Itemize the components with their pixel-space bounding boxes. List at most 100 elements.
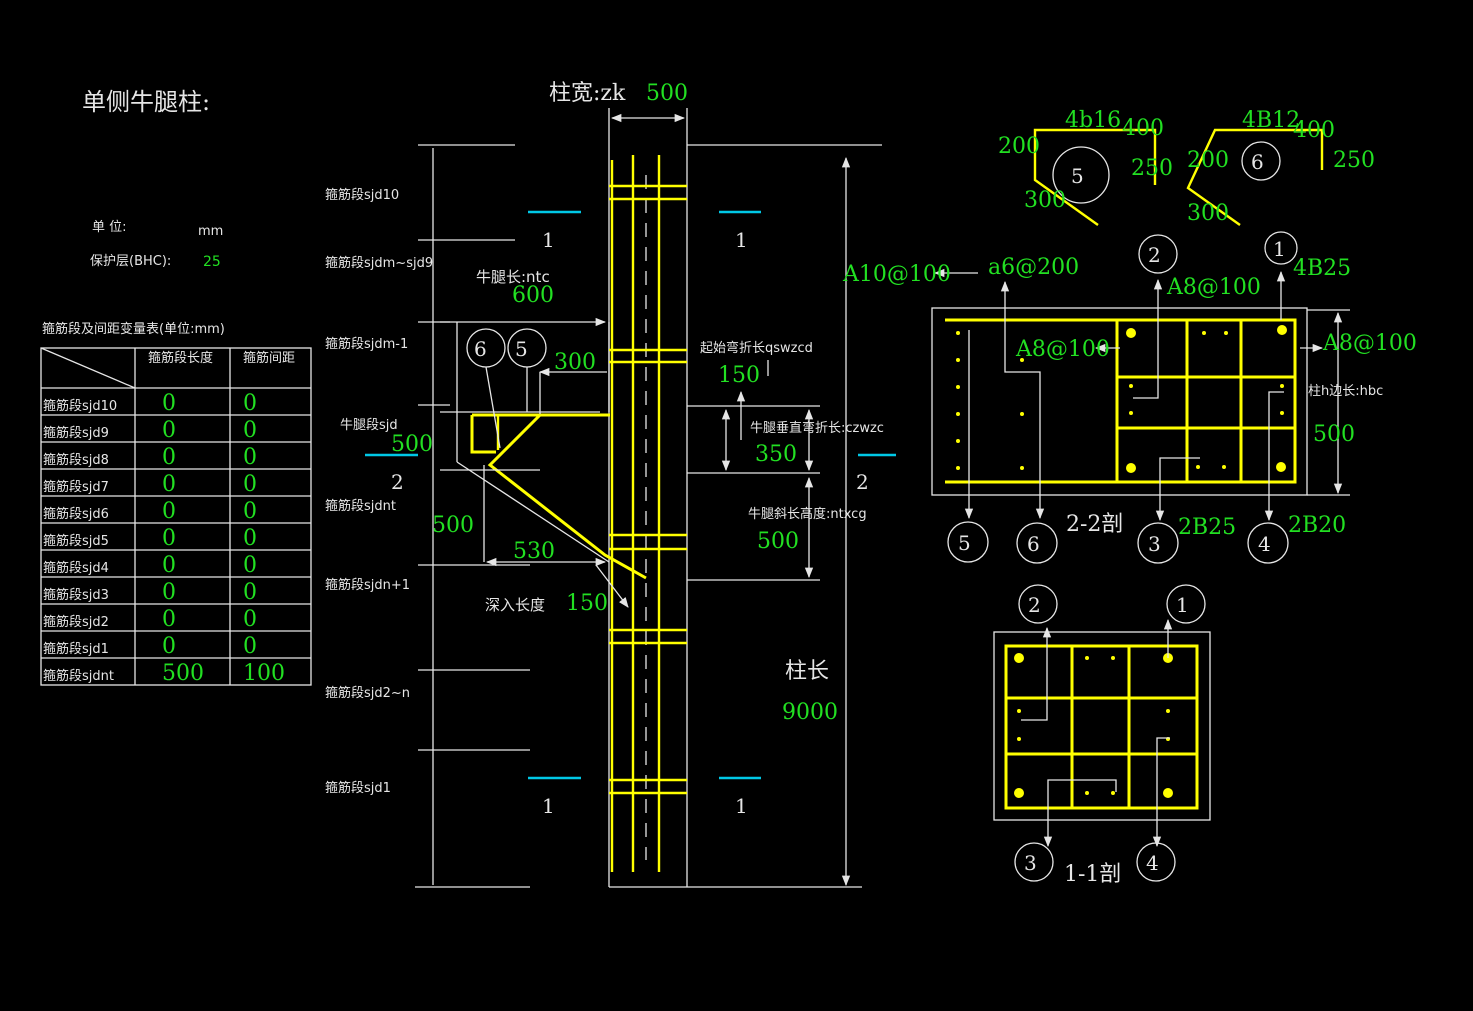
- table-cell-spacing-input[interactable]: 0: [243, 499, 257, 524]
- section-2-2-title: 2-2剖: [1066, 512, 1123, 537]
- bar-3-2b25-input[interactable]: 2B25: [1178, 515, 1236, 540]
- table-cell-spacing-input[interactable]: 0: [243, 607, 257, 632]
- table-cell-length-input[interactable]: 0: [162, 526, 176, 551]
- section-1-1-title: 1-1剖: [1064, 862, 1121, 887]
- corbel-height-input[interactable]: 500: [432, 513, 474, 538]
- embed-length-label: 深入长度: [485, 596, 545, 614]
- callout-5-corbel: 5: [515, 337, 528, 361]
- callout-3-s22: 3: [1148, 532, 1161, 556]
- column-length-input[interactable]: 9000: [782, 700, 838, 725]
- drawing-title: 单侧牛腿柱:: [82, 88, 210, 116]
- bar6-drop-input[interactable]: 250: [1333, 148, 1375, 173]
- bar-4-2b20-input[interactable]: 2B20: [1288, 513, 1346, 538]
- table-cell-length-input[interactable]: 0: [162, 634, 176, 659]
- table-cell-spacing-input[interactable]: 0: [243, 634, 257, 659]
- callout-6-corbel: 6: [474, 337, 487, 361]
- table-row-name: 箍筋段sjd9: [43, 425, 109, 441]
- stirrup-a8-mid-input[interactable]: A8@100: [1015, 337, 1110, 362]
- table-cell-length-input[interactable]: 0: [162, 472, 176, 497]
- callout-5-s22: 5: [958, 531, 971, 555]
- stirrup-a10-input[interactable]: A10@100: [842, 262, 951, 287]
- callout-2-s22: 2: [1148, 243, 1161, 267]
- main-bar-4b25-input[interactable]: 4B25: [1293, 256, 1351, 281]
- table-cell-length-input[interactable]: 0: [162, 553, 176, 578]
- vertical-bend-label: 牛腿垂直弯折长:czwzc: [750, 420, 884, 436]
- bar5-count-input[interactable]: 4b16: [1065, 108, 1121, 133]
- table-cell-length-input[interactable]: 0: [162, 499, 176, 524]
- stirrup-a6-input[interactable]: a6@200: [988, 255, 1079, 280]
- bar5-right-input[interactable]: 400: [1122, 116, 1164, 141]
- stirrup-a8-top-input[interactable]: A8@100: [1166, 275, 1261, 300]
- table-row-name: 箍筋段sjd3: [43, 587, 109, 603]
- section-1-1-drawing: [993, 584, 1211, 882]
- corbel-length-input[interactable]: 600: [512, 283, 554, 308]
- table-row-name: 箍筋段sjd6: [43, 506, 109, 522]
- segment-label: 箍筋段sjdm-1: [325, 336, 408, 352]
- segment-labels: 箍筋段sjd10箍筋段sjdm~sjd9箍筋段sjdm-1牛腿段sjd箍筋段sj…: [325, 187, 433, 796]
- segment-label: 箍筋段sjd10: [325, 187, 399, 203]
- bar6-left-input[interactable]: 200: [1187, 148, 1229, 173]
- table-cell-length-input[interactable]: 0: [162, 445, 176, 470]
- bar5-diag-input[interactable]: 300: [1024, 188, 1066, 213]
- bar6-diag-input[interactable]: 300: [1187, 201, 1229, 226]
- table-row-name: 箍筋段sjd2: [43, 614, 109, 630]
- segment-label: 箍筋段sjdn+1: [325, 577, 410, 593]
- section-mark-1-tr: 1: [735, 228, 748, 252]
- column-length-label: 柱长: [785, 659, 829, 684]
- bar-shape-6: [1186, 128, 1324, 226]
- table-cell-length-input[interactable]: 0: [162, 391, 176, 416]
- bar6-right-input[interactable]: 400: [1293, 118, 1335, 143]
- table-row-name: 箍筋段sjd10: [43, 398, 117, 414]
- unit-label: 单 位:: [92, 220, 127, 235]
- table-cell-length-input[interactable]: 0: [162, 580, 176, 605]
- table-cell-spacing-input[interactable]: 0: [243, 445, 257, 470]
- column-width-dimension: [608, 108, 688, 145]
- segment-dimension-chain: [415, 144, 530, 888]
- segment-label: 箍筋段sjd1: [325, 780, 391, 796]
- column-longitudinal-rebar: [610, 155, 661, 872]
- table-row-name: 箍筋段sjd4: [43, 560, 109, 576]
- table-row-name: 箍筋段sjd7: [43, 479, 109, 495]
- table-row-name: 箍筋段sjd8: [43, 452, 109, 468]
- table-cell-spacing-input[interactable]: 0: [243, 526, 257, 551]
- stirrup-a8-right-input[interactable]: A8@100: [1322, 331, 1417, 356]
- table-row-name: 箍筋段sjd1: [43, 641, 109, 657]
- table-cell-spacing-input[interactable]: 100: [243, 661, 285, 686]
- side-length-input[interactable]: 500: [1313, 422, 1355, 447]
- table-cell-spacing-input[interactable]: 0: [243, 418, 257, 443]
- table-cell-length-input[interactable]: 500: [162, 661, 204, 686]
- section-cut-marks: [365, 210, 896, 780]
- cover-value-input[interactable]: 25: [203, 254, 221, 270]
- corbel-outline: [440, 317, 610, 567]
- table-cell-length-input[interactable]: 0: [162, 418, 176, 443]
- table-cell-length-input[interactable]: 0: [162, 607, 176, 632]
- section-mark-1-br: 1: [735, 794, 748, 818]
- slope-height-input[interactable]: 500: [757, 529, 799, 554]
- segment-label: 箍筋段sjd2~n: [325, 685, 410, 701]
- section-mark-2-right: 2: [856, 470, 869, 494]
- bar6-count-input[interactable]: 4B12: [1242, 108, 1300, 133]
- stirrup-table: [40, 347, 312, 686]
- corbel-segment-input[interactable]: 500: [391, 432, 433, 457]
- segment-label: 牛腿段sjd: [340, 418, 398, 433]
- callout-3-s11: 3: [1024, 851, 1037, 875]
- corbel-rebar: [470, 413, 647, 580]
- column-width-label: 柱宽:zk: [549, 81, 626, 106]
- slope-height-label: 牛腿斜长高度:ntxcg: [748, 506, 867, 522]
- table-cell-spacing-input[interactable]: 0: [243, 580, 257, 605]
- callout-4-s22: 4: [1258, 532, 1271, 556]
- table-cell-spacing-input[interactable]: 0: [243, 472, 257, 497]
- bar5-drop-input[interactable]: 250: [1131, 156, 1173, 181]
- column-stirrups: [609, 184, 687, 795]
- bar5-left-input[interactable]: 200: [998, 134, 1040, 159]
- corbel-top-offset-input[interactable]: 300: [554, 350, 596, 375]
- corbel-slope-length-input[interactable]: 530: [513, 539, 555, 564]
- embed-length-input[interactable]: 150: [566, 591, 608, 616]
- table-cell-spacing-input[interactable]: 0: [243, 391, 257, 416]
- table-header-length: 箍筋段长度: [148, 350, 213, 366]
- start-bend-input[interactable]: 150: [718, 363, 760, 388]
- vertical-bend-input[interactable]: 350: [755, 442, 797, 467]
- table-cell-spacing-input[interactable]: 0: [243, 553, 257, 578]
- column-width-input[interactable]: 500: [646, 81, 688, 106]
